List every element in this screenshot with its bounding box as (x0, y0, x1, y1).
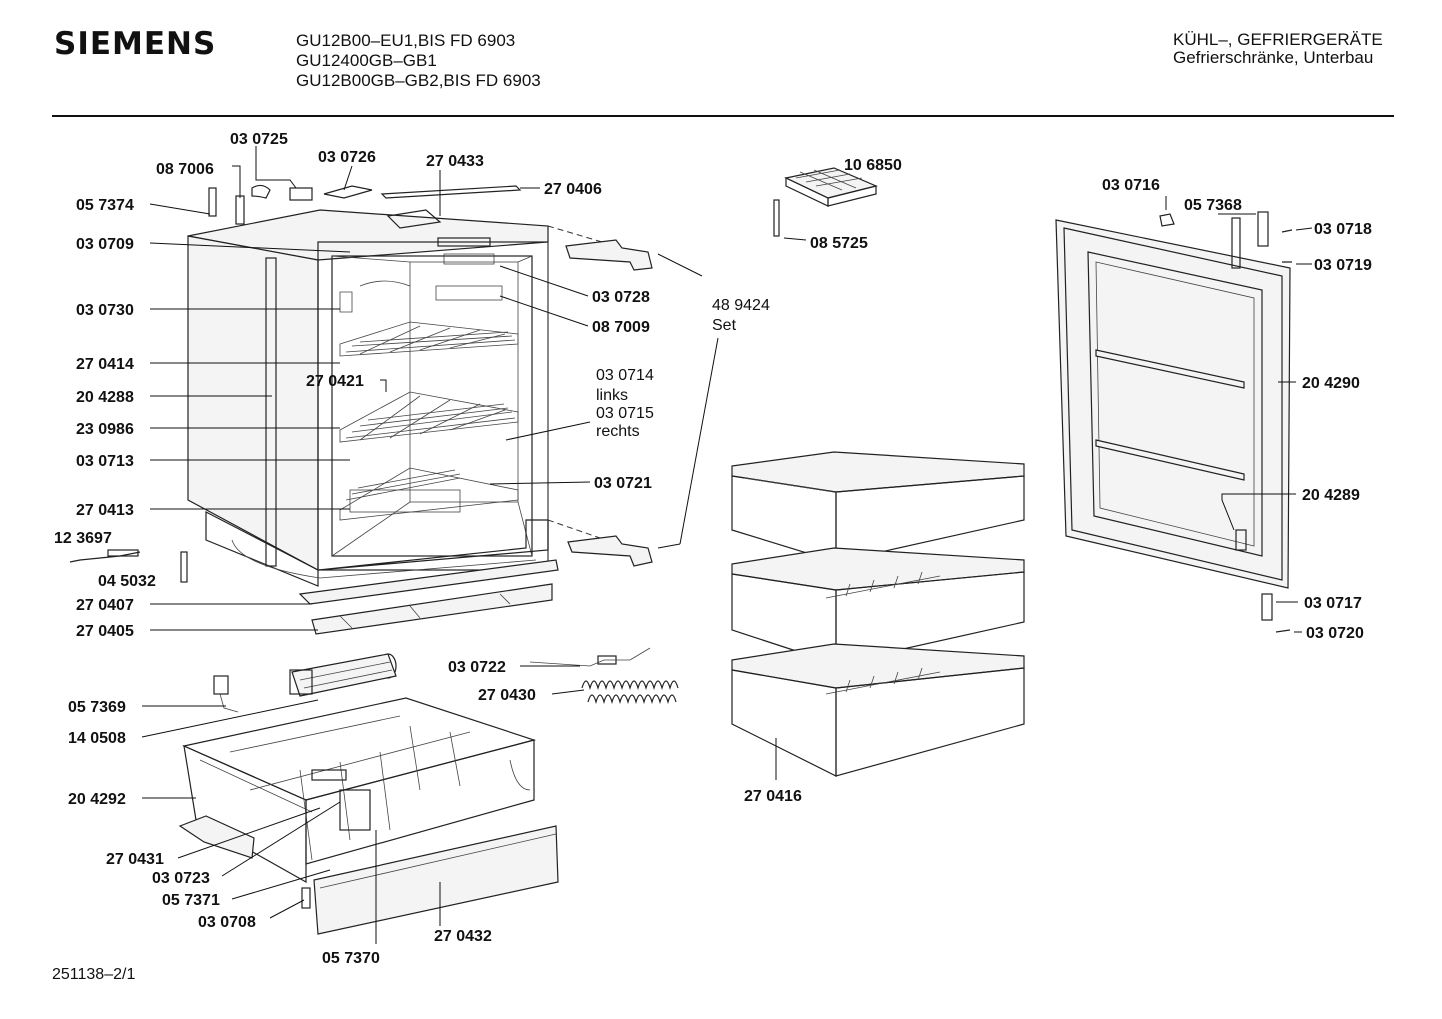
part-label: 08 7009 (592, 319, 650, 336)
part-label: 27 0416 (744, 788, 802, 805)
part-label: 27 0431 (106, 851, 164, 868)
shelf-middle (339, 391, 519, 443)
part-labels: 03 0725 08 7006 03 0726 27 0433 27 0406 … (54, 131, 1372, 967)
part-label: 03 0716 (1102, 177, 1160, 194)
small-loose-parts (69, 549, 239, 713)
tray-front-cover (178, 815, 559, 935)
part-label: 05 7368 (1184, 197, 1242, 214)
model-list: GU12B00–EU1,BIS FD 6903 GU12400GB–GB1 GU… (296, 31, 541, 91)
part-label: 03 0717 (1304, 595, 1362, 612)
part-label: 03 0726 (318, 149, 376, 166)
side-left-word: links (596, 387, 628, 404)
part-label: 12 3697 (54, 530, 112, 547)
part-label: 08 7006 (156, 161, 214, 178)
document-number: 251138–2/1 (52, 966, 136, 983)
part-label: 03 0721 (594, 475, 652, 492)
part-label: 05 7370 (322, 950, 380, 967)
side-left-number: 03 0714 (596, 367, 654, 384)
part-label: 03 0720 (1306, 625, 1364, 642)
part-label: 03 0708 (198, 914, 256, 931)
shelf-lower (339, 467, 519, 521)
model-line: GU12B00GB–GB2,BIS FD 6903 (296, 71, 541, 90)
part-label: 10 6850 (844, 157, 902, 174)
model-line: GU12B00–EU1,BIS FD 6903 (296, 31, 516, 50)
part-label: 03 0719 (1314, 257, 1372, 274)
part-label: 27 0407 (76, 597, 134, 614)
drawer-bottom (731, 643, 1025, 777)
header-divider (52, 115, 1394, 117)
set-word-label: Set (712, 317, 737, 334)
part-label: 04 5032 (98, 573, 156, 590)
part-label: 23 0986 (76, 421, 134, 438)
brand-logo: SIEMENS (54, 26, 217, 62)
ice-tray (773, 167, 878, 237)
part-label: 27 0414 (76, 356, 134, 373)
part-label: 03 0718 (1314, 221, 1372, 238)
part-label: 03 0722 (448, 659, 506, 676)
model-line: GU12400GB–GB1 (296, 51, 437, 70)
part-label: 27 0430 (478, 687, 536, 704)
top-small-parts (208, 184, 522, 247)
side-right-word: rechts (596, 423, 640, 440)
part-label: 27 0406 (544, 181, 602, 198)
part-label: 03 0709 (76, 236, 134, 253)
part-label: 20 4288 (76, 389, 134, 406)
freezer-door (1055, 211, 1293, 633)
side-right-number: 03 0715 (596, 405, 654, 422)
category-title: KÜHL–, GEFRIERGERÄTE (1173, 30, 1383, 49)
part-label: 27 0421 (306, 373, 364, 390)
fan-unit (289, 653, 397, 697)
part-label: 14 0508 (68, 730, 126, 747)
base-tray (182, 697, 537, 884)
part-label: 03 0725 (230, 131, 288, 148)
drawer-middle (731, 547, 1025, 665)
hinges (565, 239, 653, 567)
part-label: 27 0413 (76, 502, 134, 519)
part-label: 27 0433 (426, 153, 484, 170)
part-label: 03 0723 (152, 870, 210, 887)
set-number-label: 48 9424 (712, 297, 770, 314)
part-label: 05 7369 (68, 699, 126, 716)
part-label: 20 4292 (68, 791, 126, 808)
bottom-rails (298, 559, 559, 635)
leader-lines (141, 146, 1313, 944)
part-label: 03 0713 (76, 453, 134, 470)
part-label: 05 7374 (76, 197, 134, 214)
part-label: 27 0432 (434, 928, 492, 945)
heater-coils (529, 647, 679, 705)
part-label: 03 0728 (592, 289, 650, 306)
part-label: 27 0405 (76, 623, 134, 640)
part-label: 08 5725 (810, 235, 868, 252)
shelf-upper (339, 321, 519, 357)
cabinet-drawing (187, 209, 637, 587)
category-subtitle: Gefrierschränke, Unterbau (1173, 48, 1374, 67)
part-label: 05 7371 (162, 892, 220, 909)
category-block: KÜHL–, GEFRIERGERÄTE Gefrierschränke, Un… (1173, 31, 1383, 67)
part-label: 20 4289 (1302, 487, 1360, 504)
part-label: 20 4290 (1302, 375, 1360, 392)
part-label: 03 0730 (76, 302, 134, 319)
drawer-top (731, 451, 1025, 563)
